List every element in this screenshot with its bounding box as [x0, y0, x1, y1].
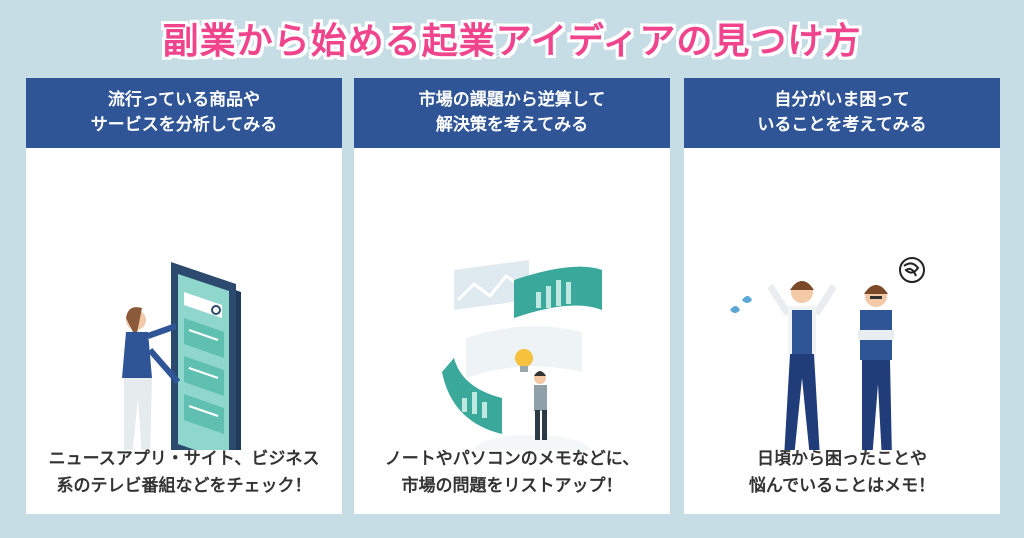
card-header-line1: 自分がいま困って: [774, 90, 910, 110]
card-header-line2: 解決策を考えてみる: [435, 115, 589, 135]
card-header: 流行っている商品や サービスを分析してみる: [26, 78, 342, 148]
card-footer: 日頃から困ったことや 悩んでいることはメモ！: [684, 446, 1000, 500]
card-footer-line2: 市場の問題をリストアップ！: [401, 476, 623, 496]
idea-card-personal: 自分がいま困って いることを考えてみる 日頃から困ったことや 悩んでいることはメ…: [684, 78, 1000, 514]
card-header-line2: サービスを分析してみる: [90, 115, 278, 135]
idea-card-market: 市場の課題から逆算して 解決策を考えてみる ノートやパソコンのメモなどに、: [354, 78, 670, 514]
card-header-line1: 市場の課題から逆算して: [418, 90, 606, 110]
card-footer-line2: 悩んでいることはメモ！: [748, 476, 936, 496]
card-header-line1: 流行っている商品や: [107, 90, 261, 110]
card-header: 市場の課題から逆算して 解決策を考えてみる: [354, 78, 670, 148]
card-footer-line1: ノートやパソコンのメモなどに、: [384, 449, 640, 469]
card-header: 自分がいま困って いることを考えてみる: [684, 78, 1000, 148]
woman-with-smartphone-illustration: [122, 262, 241, 450]
spiral-charts-illustration: [442, 260, 602, 450]
idea-card-trends: 流行っている商品や サービスを分析してみる ニュースアプリ・サイト、ビジネス 系…: [26, 78, 342, 514]
card-footer-line2: 系のテレビ番組などをチェック！: [56, 476, 312, 496]
troubled-men-illustration: [730, 257, 925, 450]
card-footer: ニュースアプリ・サイト、ビジネス 系のテレビ番組などをチェック！: [26, 446, 342, 500]
card-header-line2: いることを考えてみる: [757, 115, 927, 135]
page-title: 副業から始める起業アイディアの見つけ方: [162, 21, 862, 62]
card-footer-line1: ニュースアプリ・サイト、ビジネス: [48, 449, 320, 469]
card-footer: ノートやパソコンのメモなどに、 市場の問題をリストアップ！: [354, 446, 670, 500]
card-footer-line1: 日頃から困ったことや: [757, 449, 927, 469]
